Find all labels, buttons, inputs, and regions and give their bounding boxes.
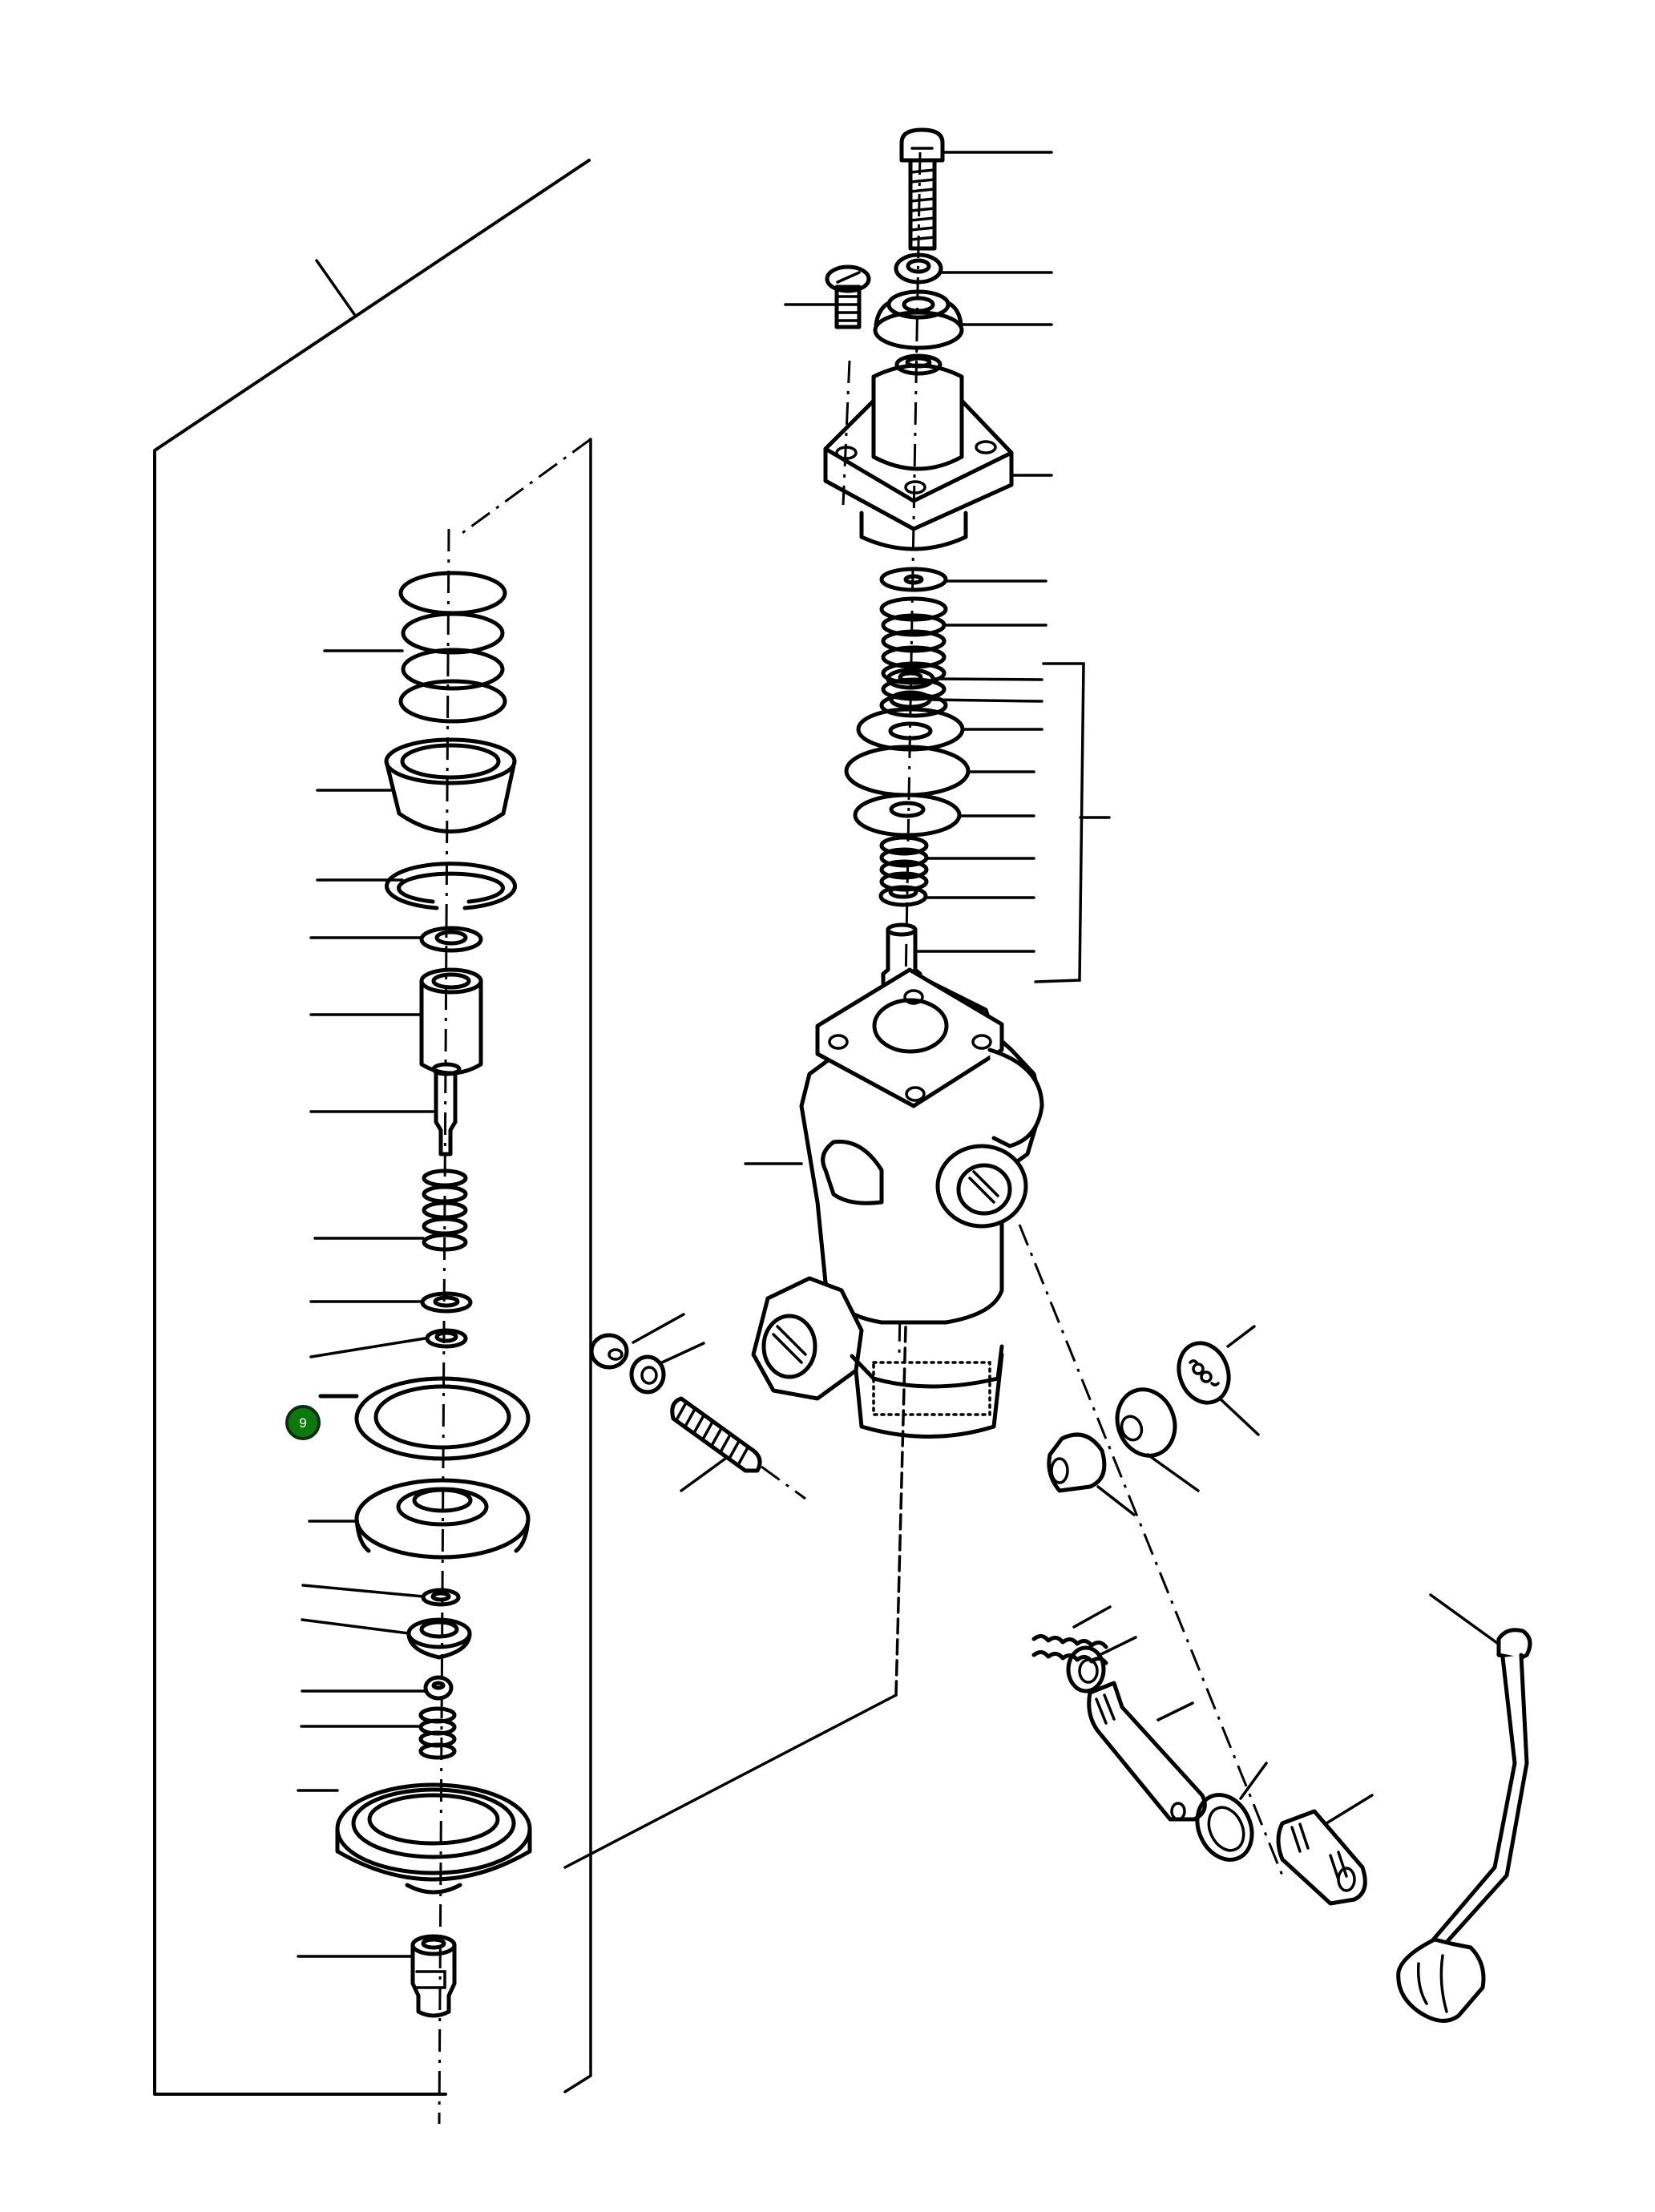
left-port-fittings (589, 1313, 806, 1500)
cap-washer (873, 289, 1053, 350)
large-sealing-ring (318, 1376, 531, 1461)
top-assembly (784, 127, 1053, 551)
port-check-cap (1115, 1387, 1200, 1492)
large-o-ring (1195, 1762, 1268, 1862)
left-group-bracket (153, 159, 592, 2096)
circlip (309, 1328, 468, 1358)
shaft-o-ring (1066, 1636, 1137, 1693)
spring-seat (878, 885, 1035, 907)
callout-marker-9[interactable]: 9 (285, 1405, 321, 1440)
piston (309, 967, 483, 1076)
snap-ring (316, 862, 517, 910)
diaphragm-plate (308, 1478, 531, 1560)
small-nut (301, 1675, 454, 1701)
valve-shaft (1087, 1681, 1207, 1822)
diaphragm (844, 745, 1035, 797)
spring-cup (316, 737, 517, 834)
valve-pin (309, 1062, 462, 1156)
acorn-nut (589, 1313, 685, 1370)
large-spring (323, 571, 507, 724)
left-axis (438, 528, 450, 2125)
upper-plate (856, 707, 1043, 752)
small-spring-1 (313, 1169, 468, 1252)
valve-seat (301, 1617, 472, 1660)
hex-bolt (899, 127, 1053, 251)
upper-washer (879, 567, 1047, 592)
threaded-stud (670, 1396, 806, 1500)
subassembly-bracket (1034, 662, 1085, 983)
base-cover (297, 1782, 532, 1895)
drain-plug (297, 1934, 457, 2018)
right-upper-fittings (1047, 1325, 1260, 1516)
threaded-union (1276, 1794, 1374, 1906)
small-spring-2 (300, 1706, 457, 1760)
valve-body (563, 967, 1044, 1869)
top-nut (894, 252, 1053, 285)
left-column-parts (297, 571, 532, 2018)
slotted-screw (784, 264, 871, 329)
port-washer (629, 1342, 705, 1395)
small-washer-2 (309, 1291, 473, 1314)
right-stack (844, 567, 1111, 1001)
small-washer-1 (309, 926, 483, 953)
port-filter-disc (1177, 1325, 1260, 1436)
lock-nut (886, 668, 1043, 690)
spring-washer (889, 690, 1043, 709)
flange-housing (823, 353, 1053, 551)
lower-right-assembly (1018, 1224, 1532, 2023)
lower-spring (879, 835, 1035, 892)
lower-plate (853, 793, 1035, 838)
small-washer-3 (301, 1584, 461, 1607)
main-spring (879, 596, 1047, 718)
port-bushing (1047, 1432, 1136, 1516)
callout-label: 9 (299, 1415, 307, 1431)
drain-lever (1396, 1593, 1532, 2023)
